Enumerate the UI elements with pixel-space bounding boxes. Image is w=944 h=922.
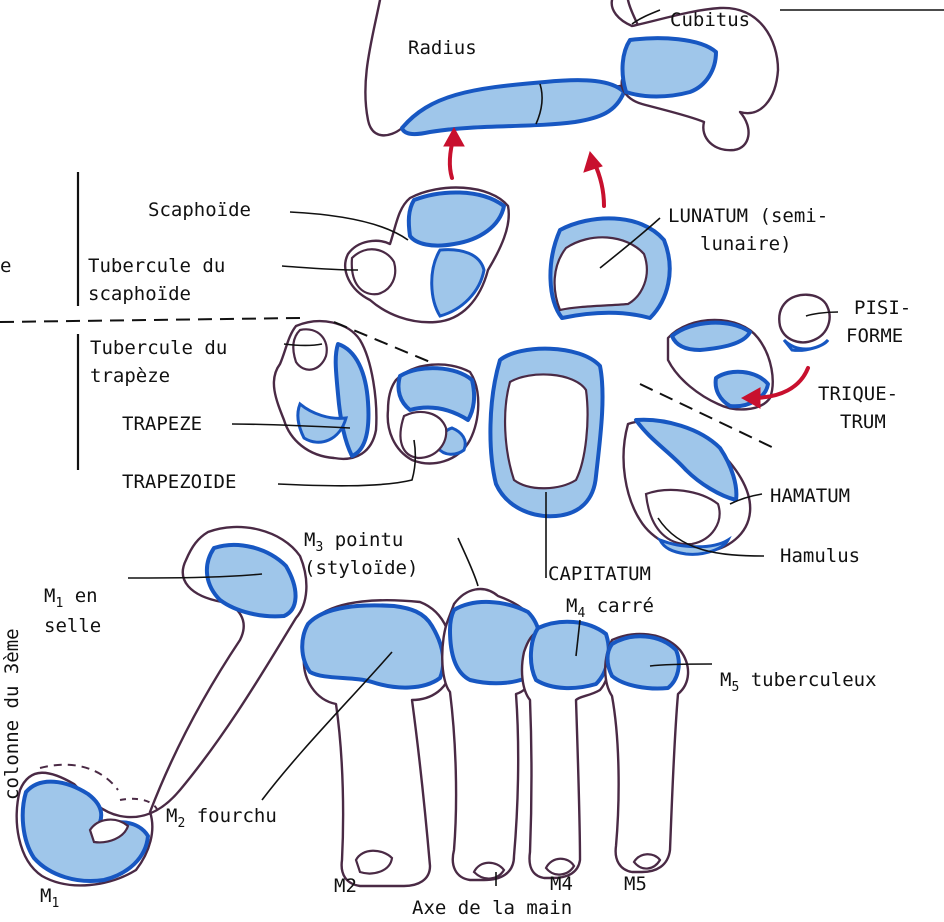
label-tubercule-trapeze-1: Tubercule du [90, 336, 227, 360]
label-capitatum: CAPITATUM [548, 562, 651, 586]
red-arrow-up-right [584, 152, 604, 206]
label-m3: M3 pointu [304, 528, 403, 555]
label-axe-de-la-main: Axe de la main [412, 896, 572, 920]
m2-letter: M [166, 805, 177, 827]
label-left-vertical: colonne du 3ème [0, 628, 24, 800]
metacarpal-1 [17, 527, 307, 885]
label-tubercule-trapeze-2: trapèze [90, 364, 170, 388]
bottom-m1-subscript: 1 [51, 896, 59, 911]
red-arrow-up-left [444, 128, 464, 178]
label-m2: M2 fourchu [166, 804, 277, 831]
m5-letter: M [720, 669, 731, 691]
m3-subscript: 3 [315, 540, 323, 555]
label-bottom-m2: M2 [334, 874, 357, 898]
label-hamatum: HAMATUM [770, 484, 850, 508]
label-lunatum-1: LUNATUM (semi- [668, 204, 828, 228]
dashed-separator-left [0, 318, 300, 322]
metacarpal-3 [442, 589, 541, 880]
m4-subscript: 4 [577, 606, 585, 621]
label-lunatum-2: lunaire) [700, 232, 792, 256]
m5-text: tuberculeux [739, 669, 876, 691]
label-hamulus: Hamulus [780, 544, 860, 568]
bottom-m1-letter: M [40, 885, 51, 907]
label-tubercule-scaphoide-2: scaphoïde [88, 282, 191, 306]
label-triquetrum-2: TRUM [840, 410, 886, 434]
capitatum-bone [490, 349, 602, 517]
scaphoide-bone [345, 188, 509, 323]
m4-letter: M [566, 595, 577, 617]
label-scaphoide: Scaphoïde [148, 198, 251, 222]
label-triquetrum-1: TRIQUE- [818, 382, 898, 406]
label-m1: M1 en [44, 584, 98, 611]
label-trapezoide: TRAPEZOIDE [122, 470, 236, 494]
metacarpal-4 [522, 622, 609, 878]
label-m3-styloide: (styloïde) [304, 556, 418, 580]
label-bottom-m5: M5 [624, 872, 647, 896]
label-bottom-m1: M1 [40, 884, 59, 911]
label-m1-selle: selle [44, 614, 101, 638]
trapeze-bone [274, 321, 376, 459]
m1-text: en [63, 585, 97, 607]
trapezoide-bone [388, 364, 479, 463]
metacarpal-2 [302, 600, 452, 886]
label-left-edge: e [0, 254, 11, 278]
label-radius: Radius [408, 36, 477, 60]
m4-text: carré [585, 595, 654, 617]
label-pisiforme-2: FORME [846, 324, 903, 348]
m2-text: fourchu [185, 805, 277, 827]
m2-subscript: 2 [177, 816, 185, 831]
label-pisiforme-1: PISI- [854, 296, 911, 320]
m5-subscript: 5 [731, 680, 739, 695]
hamatum-bone [624, 420, 751, 555]
metacarpal-5 [605, 634, 688, 872]
radius-bone [365, 0, 643, 135]
pisiforme-bone [779, 295, 829, 351]
leader-m3 [458, 538, 478, 586]
leader-scaphoide [290, 212, 408, 240]
m3-text: pointu [323, 529, 403, 551]
label-m4: M4 carré [566, 594, 654, 621]
label-bottom-m4: M4 [550, 872, 573, 896]
lunatum-bone [550, 218, 669, 318]
m1-subscript: 1 [55, 596, 63, 611]
label-tubercule-scaphoide-1: Tubercule du [88, 254, 225, 278]
m1-letter: M [44, 585, 55, 607]
label-trapeze: TRAPEZE [122, 412, 202, 436]
m3-letter: M [304, 529, 315, 551]
label-m5: M5 tuberculeux [720, 668, 877, 695]
label-cubitus: Cubitus [670, 8, 750, 32]
